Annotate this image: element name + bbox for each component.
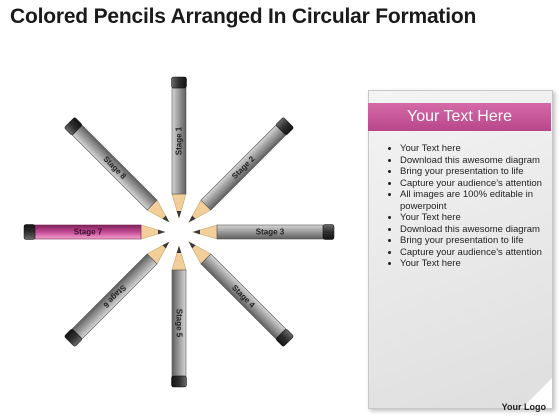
pencil-stage-6: Stage 6 — [64, 241, 170, 347]
pencil-label: Stage 5 — [175, 309, 184, 338]
bullet-item: Download this awesome diagram — [400, 224, 560, 236]
pencil-cap — [64, 117, 82, 135]
bullet-item: Capture your audience’s attention — [400, 178, 560, 190]
pencil-stage-4: Stage 4 — [188, 241, 294, 347]
pencil-lead — [158, 229, 165, 235]
pencil-stage-7: Stage 7 — [23, 224, 167, 240]
logo-text: Your Logo — [501, 402, 546, 412]
pencil-stage-5: Stage 5 — [171, 244, 187, 388]
bullet-item: Download this awesome diagram — [400, 155, 560, 167]
bullet-item: Your Text here — [400, 212, 560, 224]
panel-background — [368, 90, 553, 409]
pencil-stage-3: Stage 3 — [191, 224, 335, 240]
pencil-label: Stage 1 — [175, 126, 184, 155]
pencil-stage-2: Stage 2 — [188, 117, 294, 223]
bullet-item: All images are 100% editable in powerpoi… — [400, 189, 560, 212]
pencil-lead — [188, 215, 196, 223]
pencil-lead — [193, 229, 200, 235]
pencil-lead — [176, 246, 182, 253]
bullet-item: Capture your audience’s attention — [400, 247, 560, 259]
pencil-label: Stage 3 — [256, 228, 285, 237]
pencil-cap — [171, 76, 187, 89]
text-panel: Your Text Here Your Text here Download t… — [368, 90, 553, 409]
bullet-item: Bring your presentation to life — [400, 166, 560, 178]
pencil-cap — [23, 224, 36, 240]
pencil-lead — [162, 241, 170, 249]
bullet-list: Your Text here Download this awesome dia… — [382, 143, 560, 270]
bullet-item: Your Text here — [400, 258, 560, 270]
bullet-item: Bring your presentation to life — [400, 235, 560, 247]
pencil-cap — [276, 117, 294, 135]
pencil-lead — [176, 211, 182, 218]
pencil-cap — [322, 224, 335, 240]
page-title: Colored Pencils Arranged In Circular For… — [10, 5, 477, 28]
pencil-lead — [162, 215, 170, 223]
pencil-stage-1: Stage 1 — [171, 76, 187, 220]
pencil-cap — [171, 375, 187, 388]
pencil-cap — [64, 329, 82, 347]
pencil-lead — [188, 241, 196, 249]
bullet-item: Your Text here — [400, 143, 560, 155]
pencil-stage-8: Stage 8 — [64, 117, 170, 223]
panel-header: Your Text Here — [368, 103, 551, 131]
pencil-label: Stage 7 — [74, 228, 103, 237]
pencil-cap — [276, 329, 294, 347]
